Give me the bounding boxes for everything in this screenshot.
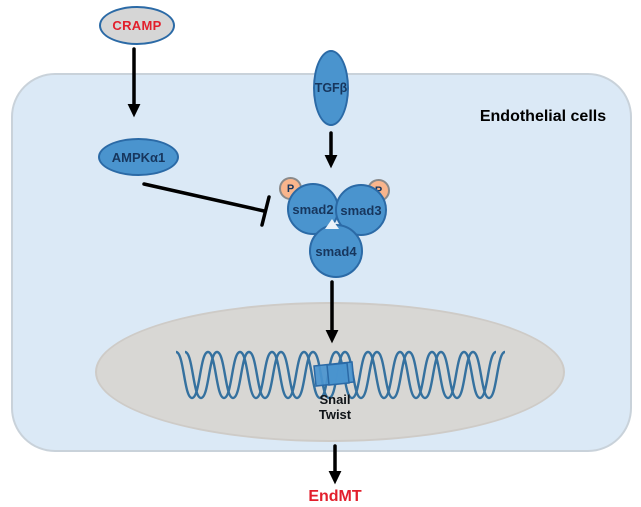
- tgfb-label: TGFβ: [314, 81, 348, 95]
- endothelial-cells-title: Endothelial cells: [479, 108, 607, 125]
- smad-junction-gap: [325, 219, 339, 229]
- smad3-label: smad3: [340, 202, 382, 218]
- smad4-node: smad4: [309, 224, 363, 278]
- ampk-label: AMPKα1: [111, 149, 166, 165]
- ampk-node: AMPKα1: [98, 138, 179, 176]
- tgfb-node: TGFβ: [313, 50, 349, 126]
- cramp-node: CRAMP: [99, 6, 175, 45]
- cramp-label: CRAMP: [112, 18, 162, 33]
- snail-twist-label: Snail Twist: [295, 392, 375, 422]
- gene-twist-label: Twist: [318, 407, 352, 422]
- endmt-label: EndMT: [308, 488, 362, 505]
- phosphate-label: P: [286, 182, 295, 195]
- smad2-label: smad2: [292, 201, 334, 217]
- smad4-label: smad4: [315, 243, 357, 259]
- gene-snail-label: Snail: [319, 392, 351, 407]
